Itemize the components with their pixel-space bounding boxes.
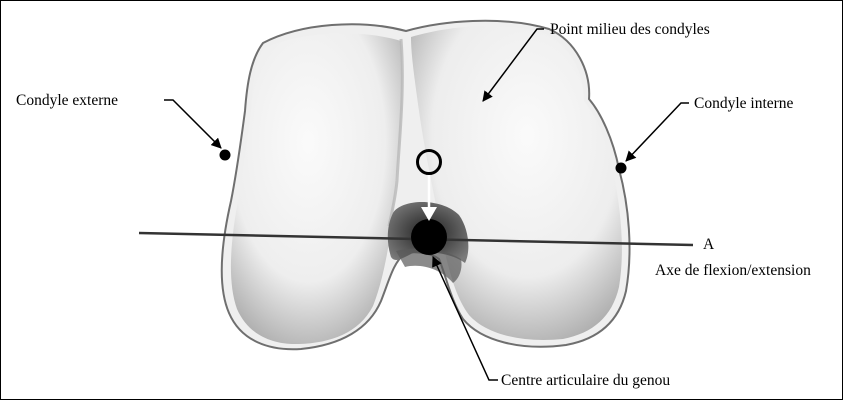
- internal-condyle-point: [616, 163, 627, 174]
- leader-external-condyle: [164, 100, 221, 148]
- leader-internal-condyle: [626, 103, 689, 161]
- joint-center-label: Centre articulaire du genou: [501, 373, 670, 389]
- knee-joint-center-marker: [411, 219, 447, 255]
- axis-name-label: Axe de flexion/extension: [655, 263, 811, 279]
- internal-condyle-label: Condyle interne: [694, 96, 793, 112]
- external-condyle-label: Condyle externe: [16, 93, 118, 109]
- femur-bone: [222, 21, 630, 349]
- internal-condyle-surface: [411, 26, 622, 340]
- axis-letter-label: A: [703, 237, 714, 253]
- midpoint-label: Point milieu des condyles: [550, 22, 710, 38]
- external-condyle-point: [220, 150, 231, 161]
